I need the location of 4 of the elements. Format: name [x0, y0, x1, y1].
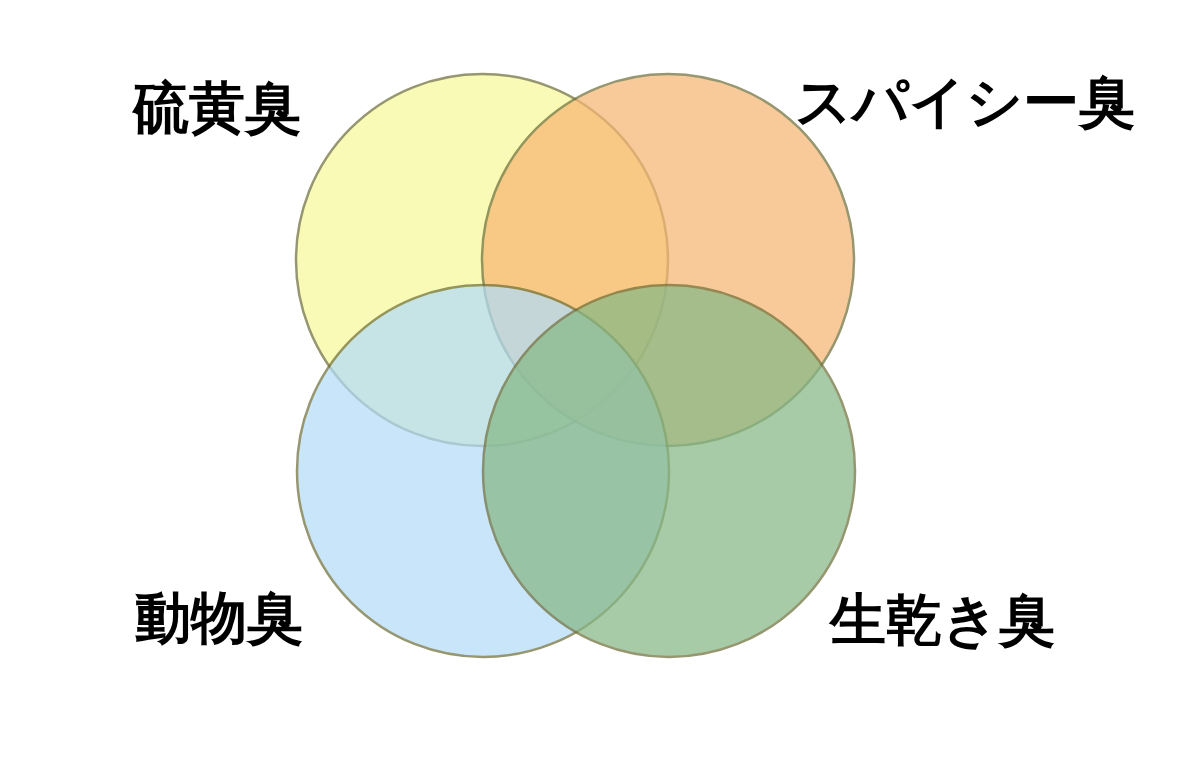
circle-label: 硫黄臭: [133, 80, 301, 136]
circle-label: スパイシー臭: [795, 74, 1135, 130]
circle-label: 生乾き臭: [830, 592, 1055, 648]
circle-label: 動物臭: [135, 590, 303, 646]
